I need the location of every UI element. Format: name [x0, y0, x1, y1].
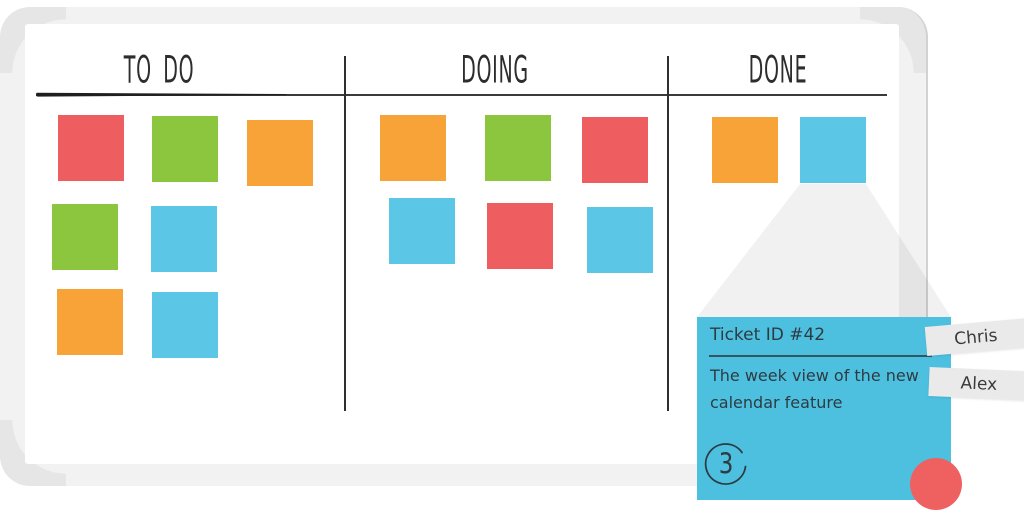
- story-points-badge: 3: [703, 441, 749, 487]
- sticky-note-todo-2[interactable]: [152, 116, 218, 182]
- ticket-title: Ticket ID #42: [710, 325, 826, 345]
- header-underline-stroke: [36, 92, 286, 97]
- sticky-note-doing-1[interactable]: [380, 115, 446, 181]
- sticky-note-done-1[interactable]: [712, 117, 778, 183]
- sticky-note-doing-4[interactable]: [389, 198, 455, 264]
- ticket-card[interactable]: Ticket ID #42 The week view of the new c…: [697, 317, 951, 500]
- column-header-todo: TO DO: [123, 48, 195, 92]
- sticky-note-todo-4[interactable]: [52, 204, 118, 270]
- sticky-note-done-2[interactable]: [800, 117, 866, 183]
- sticky-note-doing-6[interactable]: [587, 207, 653, 273]
- ticket-description: The week view of the new calendar featur…: [710, 366, 919, 412]
- sticky-note-doing-3[interactable]: [582, 117, 648, 183]
- sticky-note-todo-3[interactable]: [247, 120, 313, 186]
- column-divider-2: [667, 56, 669, 411]
- sticky-note-todo-1[interactable]: [58, 115, 124, 181]
- column-header-doing: DOING: [461, 48, 529, 92]
- story-points-value: 3: [718, 447, 734, 481]
- sticky-note-todo-5[interactable]: [151, 206, 217, 272]
- assignee-tag-alex: Alex: [928, 367, 1024, 401]
- status-dot: [910, 458, 962, 510]
- column-header-done: DONE: [748, 48, 808, 92]
- hand-drawn-circle-icon: [704, 443, 747, 485]
- column-divider-1: [344, 56, 346, 411]
- sticky-note-todo-7[interactable]: [152, 292, 218, 358]
- sticky-note-doing-2[interactable]: [485, 115, 551, 181]
- header-underline: [36, 94, 887, 96]
- sticky-note-todo-6[interactable]: [57, 289, 123, 355]
- ticket-title-underline: [709, 355, 932, 357]
- sticky-note-doing-5[interactable]: [487, 203, 553, 269]
